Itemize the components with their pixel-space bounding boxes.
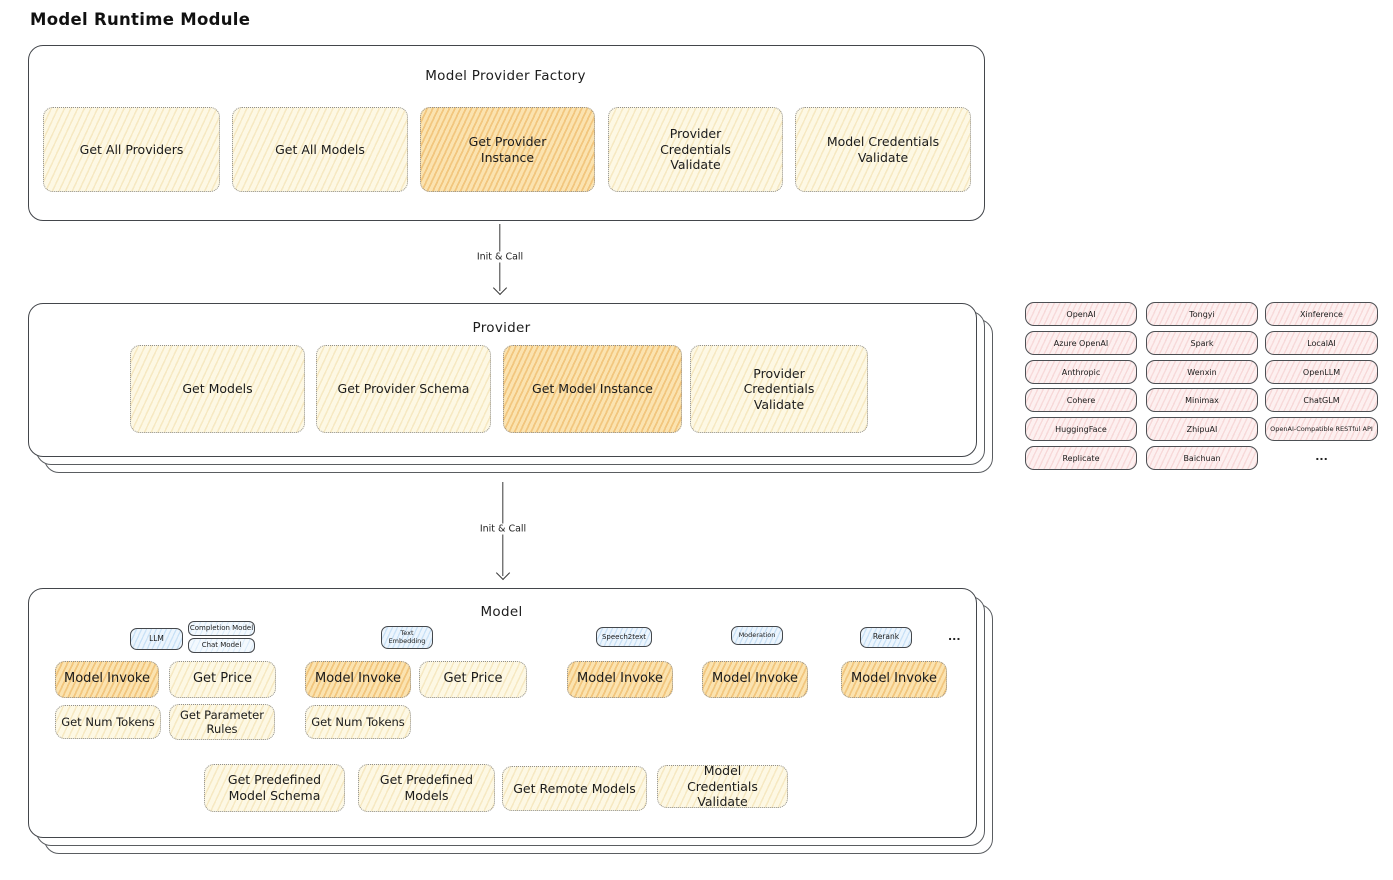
node-get-provider-schema: Get Provider Schema [316, 345, 491, 433]
provider-title: Provider [472, 320, 531, 336]
node-model-credentials-validate-factory: Model Credentials Validate [795, 107, 971, 192]
factory-title: Model Provider Factory [425, 68, 586, 84]
page-title: Model Runtime Module [30, 10, 251, 29]
pill-huggingface: HuggingFace [1025, 417, 1137, 441]
arrow-label: Init & Call [475, 523, 531, 535]
arrow-head-icon [495, 565, 511, 581]
node-get-provider-instance: Get Provider Instance [420, 107, 595, 192]
node-model-credentials-validate: Model Credentials Validate [657, 763, 788, 809]
arrow-provider-to-model: Init & Call [475, 482, 531, 581]
tab-llm: LLM [130, 628, 183, 650]
node-te-get-price: Get Price [419, 661, 527, 698]
provider-list-ellipsis: ... [1315, 450, 1328, 463]
node-te-model-invoke: Model Invoke [305, 661, 411, 698]
node-rerank-model-invoke: Model Invoke [841, 661, 947, 698]
arrow-head-icon [492, 280, 508, 296]
node-get-all-models: Get All Models [232, 107, 408, 192]
tab-rerank: Rerank [860, 627, 912, 648]
tab-moderation: Moderation [731, 626, 783, 645]
node-provider-credentials-validate-factory: Provider Credentials Validate [608, 107, 783, 192]
node-llm-get-price: Get Price [169, 661, 276, 698]
tab-speech2text: Speech2text [596, 627, 652, 647]
node-llm-get-num-tokens: Get Num Tokens [55, 705, 161, 739]
node-moderation-model-invoke: Model Invoke [702, 661, 808, 698]
node-llm-model-invoke: Model Invoke [55, 661, 159, 698]
pill-cohere: Cohere [1025, 388, 1137, 412]
pill-azure-openai: Azure OpenAI [1025, 331, 1137, 355]
pill-anthropic: Anthropic [1025, 360, 1137, 384]
tab-text-embedding: Text Embedding [381, 626, 433, 649]
pill-localai: LocalAI [1265, 331, 1378, 355]
tab-chat-model: Chat Model [188, 638, 255, 653]
node-te-get-num-tokens: Get Num Tokens [305, 705, 411, 739]
pill-baichuan: Baichuan [1146, 446, 1258, 470]
node-provider-credentials-validate: Provider Credentials Validate [690, 345, 868, 433]
pill-xinference: Xinference [1265, 302, 1378, 326]
node-llm-get-parameter-rules: Get Parameter Rules [169, 704, 275, 740]
node-get-model-instance: Get Model Instance [503, 345, 682, 433]
pill-chatglm: ChatGLM [1265, 388, 1378, 412]
arrow-factory-to-provider: Init & Call [472, 224, 528, 296]
node-get-all-providers: Get All Providers [43, 107, 220, 192]
pill-zhipuai: ZhipuAI [1146, 417, 1258, 441]
node-get-remote-models: Get Remote Models [502, 766, 647, 811]
node-get-models: Get Models [130, 345, 305, 433]
pill-wenxin: Wenxin [1146, 360, 1258, 384]
arrow-label: Init & Call [472, 251, 528, 263]
pill-replicate: Replicate [1025, 446, 1137, 470]
pill-openllm: OpenLLM [1265, 360, 1378, 384]
pill-openai: OpenAI [1025, 302, 1137, 326]
node-s2t-model-invoke: Model Invoke [567, 661, 673, 698]
model-types-ellipsis: ... [948, 630, 961, 643]
node-get-predefined-model-schema: Get Predefined Model Schema [204, 764, 345, 812]
tab-completion-model: Completion Model [188, 621, 255, 636]
node-get-predefined-models: Get Predefined Models [358, 764, 495, 812]
pill-openai-compatible: OpenAI-Compatible RESTful API [1265, 417, 1378, 441]
pill-spark: Spark [1146, 331, 1258, 355]
pill-tongyi: Tongyi [1146, 302, 1258, 326]
pill-minimax: Minimax [1146, 388, 1258, 412]
model-title: Model [480, 604, 523, 620]
